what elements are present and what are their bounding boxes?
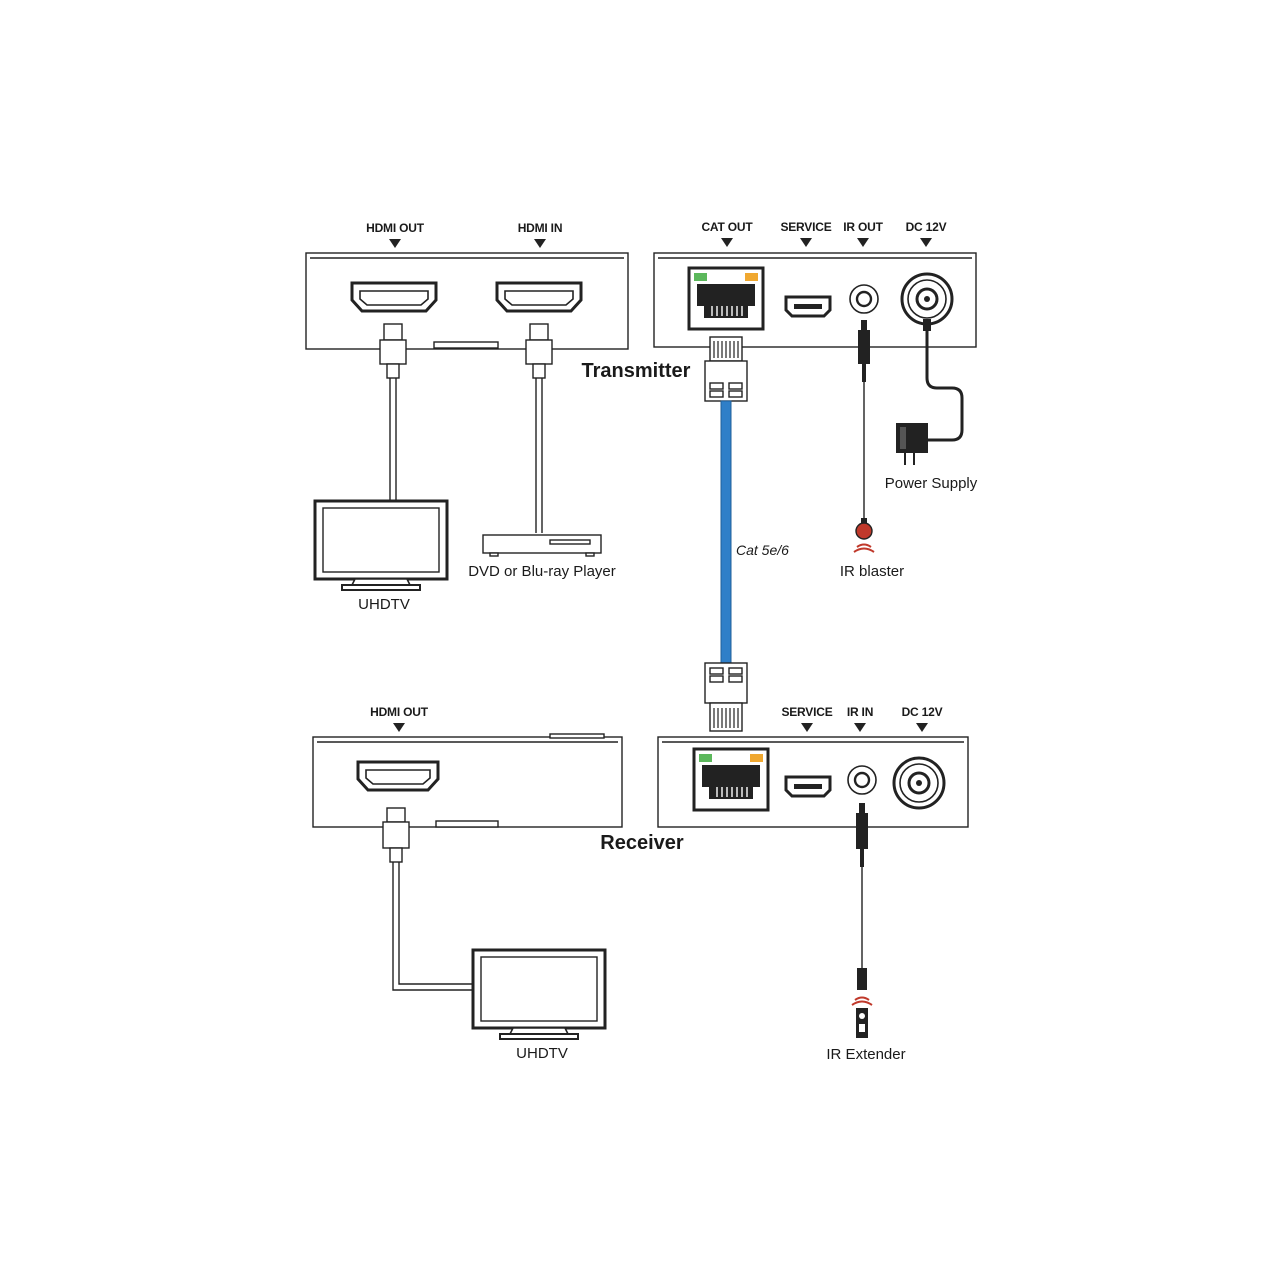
ir-extender-icon — [851, 968, 873, 1038]
ir-extender-cable — [856, 803, 868, 968]
power-supply-label: Power Supply — [885, 475, 978, 492]
micro-usb-port-icon — [784, 775, 832, 798]
ir-extender-label: IR Extender — [826, 1046, 905, 1063]
port-label-cat-out: CAT OUT — [701, 220, 753, 234]
disc-player-icon — [482, 534, 602, 557]
link-led-amber — [745, 273, 758, 281]
hdmi-cable-to-player — [525, 323, 553, 533]
rj45-plug-icon — [704, 662, 748, 732]
port-label-hdmi-out: HDMI OUT — [370, 705, 429, 719]
power-supply-icon — [896, 423, 928, 465]
hdmi-port-icon — [350, 281, 438, 313]
link-led-green — [694, 273, 707, 281]
hdmi-port-icon — [495, 281, 583, 313]
transmitter-title: Transmitter — [582, 360, 691, 382]
ir-blaster-cable — [858, 320, 870, 522]
ir-jack-icon — [849, 284, 879, 314]
hdmi-cable-to-uhdtv — [382, 807, 473, 991]
uhdtv-icon — [313, 499, 449, 591]
arrow-down-icon — [854, 723, 866, 732]
link-led-amber — [750, 754, 763, 762]
link-led-green — [699, 754, 712, 762]
arrow-down-icon — [721, 238, 733, 247]
port-label-dc-12v: DC 12V — [902, 705, 943, 719]
uhdtv-label: UHDTV — [516, 1045, 568, 1062]
port-label-service: SERVICE — [780, 220, 831, 234]
cable-label: Cat 5e/6 — [736, 542, 789, 558]
dc-power-jack-icon — [892, 756, 946, 810]
ir-jack-icon — [847, 765, 877, 795]
port-label-ir-out: IR OUT — [843, 220, 883, 234]
rj45-port-icon — [692, 747, 770, 812]
port-label-ir-in: IR IN — [847, 705, 873, 719]
arrow-down-icon — [920, 238, 932, 247]
arrow-down-icon — [801, 723, 813, 732]
arrow-down-icon — [389, 239, 401, 248]
port-label-dc-12v: DC 12V — [906, 220, 947, 234]
arrow-down-icon — [393, 723, 405, 732]
cat-cable — [720, 400, 732, 664]
micro-usb-port-icon — [784, 295, 832, 318]
dc-power-jack-icon — [900, 272, 954, 326]
rj45-plug-icon — [704, 336, 748, 402]
arrow-down-icon — [800, 238, 812, 247]
arrow-down-icon — [534, 239, 546, 248]
ir-blaster-label: IR blaster — [840, 563, 904, 580]
arrow-down-icon — [857, 238, 869, 247]
port-label-service: SERVICE — [781, 705, 832, 719]
receiver-title: Receiver — [600, 832, 684, 854]
hdmi-cable-to-uhdtv — [379, 323, 407, 502]
arrow-down-icon — [916, 723, 928, 732]
port-label-hdmi-in: HDMI IN — [518, 221, 563, 235]
hdmi-port-icon — [356, 760, 440, 792]
player-label: DVD or Blu-ray Player — [468, 563, 616, 580]
uhdtv-icon — [471, 948, 607, 1040]
ir-blaster-icon — [853, 518, 875, 553]
port-label-hdmi-out: HDMI OUT — [366, 221, 425, 235]
rj45-port-icon — [687, 266, 765, 331]
uhdtv-label: UHDTV — [358, 596, 410, 613]
power-cable — [923, 319, 964, 442]
